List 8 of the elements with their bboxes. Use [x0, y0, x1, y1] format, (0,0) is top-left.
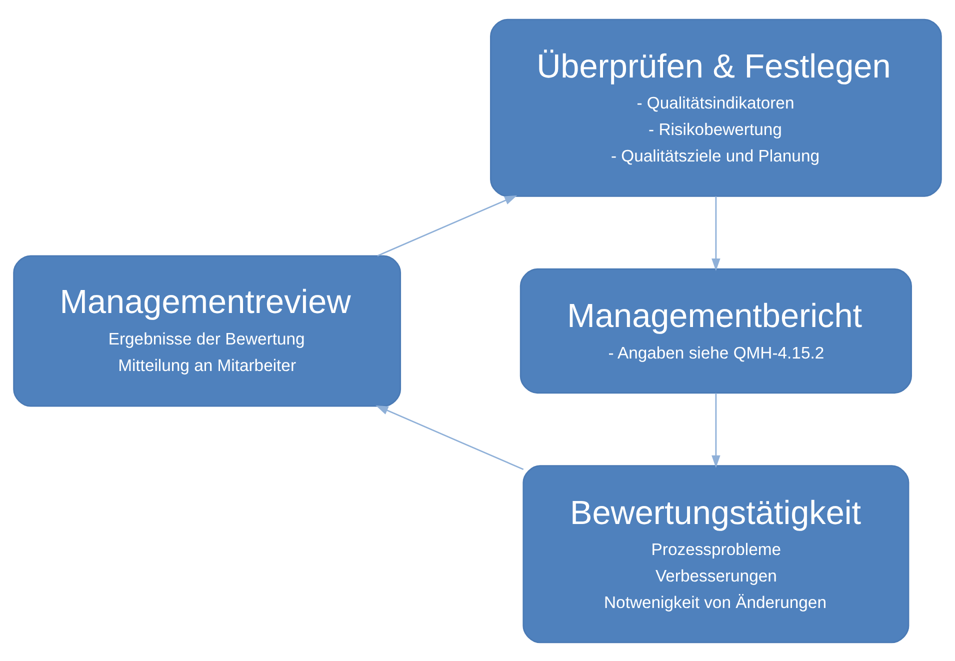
node-box: Managementbericht - Angaben siehe QMH-4.15.2 [520, 268, 912, 394]
arrow [712, 196, 720, 271]
arrow [376, 404, 524, 470]
arrow [712, 392, 720, 468]
node-box: Bewertungstätigkeit Prozessprobleme Verbesserungen Notwenigkeit von Änderungen [522, 464, 910, 643]
node-box: Managementreview Ergebnisse der Bewertung Mitteilung an Mitarbeiter [13, 254, 402, 406]
arrow [377, 194, 518, 256]
node-box: Überprüfen & Festlegen - Qualitätsindikatoren - Risikobewertung - Qualitätsziele und Planung [490, 18, 942, 196]
